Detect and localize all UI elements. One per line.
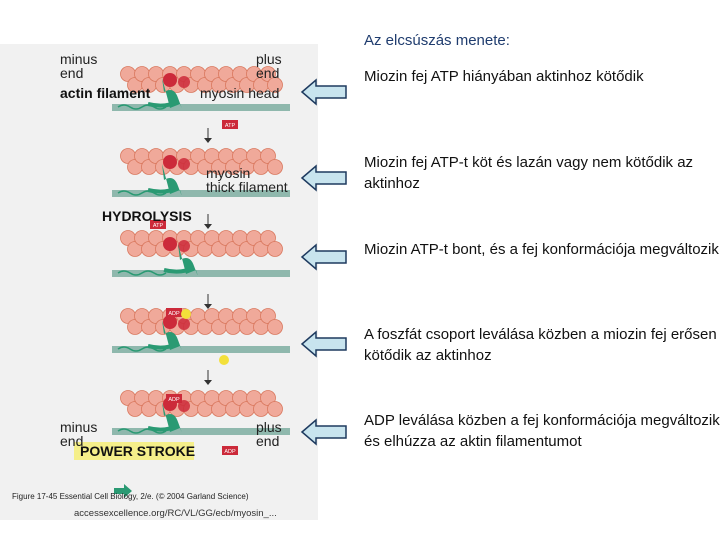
adp-chip-head [166,308,182,317]
myosin-tail-wave [117,104,167,110]
hydrolysis-label: HYDROLYSIS [102,208,192,224]
adp-chip-head-2-text: ADP [168,397,180,403]
myosin-tail-wave [117,346,167,352]
actin-filament-label: actin filament [60,85,151,101]
minus-end-label-top: minus end [60,51,98,81]
thick-filament-bar [112,104,290,111]
thick-filament-bar [112,190,290,197]
cycle-panel-3 [112,230,290,309]
actin-binding-site [178,158,190,170]
step-3-text: Miozin ATP-t bont, és a fej konformációj… [364,241,719,258]
myosin-neck [163,266,195,274]
adp-chip-release-text: ADP [224,449,236,455]
cycle-panel-2 [112,148,290,229]
actin-binding-site [163,237,177,251]
minus-end-label-bottom: minus end [60,419,98,449]
atp-chip [222,120,238,129]
actin-binding-site [163,155,177,169]
actin-bead [267,241,283,257]
thick-filament-bar [112,346,290,353]
pointer-arrow-2-shape [300,164,347,192]
myosin-neck [147,100,179,108]
adp-chip-release [222,446,238,455]
adp-chip-head-2 [166,394,182,403]
myosin-head-label: myosin head [200,85,280,101]
pi-marker [181,309,191,319]
actin-binding-site [178,318,190,330]
pointer-arrow-2-icon [300,164,347,192]
pointer-arrow-3-shape [300,243,347,271]
step-5-text: ADP leválása közben a fej konformációja … [364,412,720,450]
actin-bead [267,77,283,93]
figure-caption: Figure 17-45 Essential Cell Biology, 2/e… [12,492,249,501]
pointer-arrow-1-shape [300,78,347,106]
actin-binding-site [163,315,177,329]
actin-bead [267,159,283,175]
actin-bead [267,401,283,417]
power-stroke-label: POWER STROKE [80,443,196,459]
actin-binding-site [163,73,177,87]
actin-bead [267,319,283,335]
pointer-arrow-4-shape [300,330,347,358]
adp-chip-head-text: ADP [168,311,180,317]
power-stroke-highlight [74,442,194,460]
pointer-arrow-1-icon [300,78,347,106]
plus-end-label-top: plus end [256,51,282,81]
myosin-neck [147,186,179,194]
myosin-tail-wave [117,270,167,276]
pointer-arrow-3-icon [300,243,347,271]
thick-filament-bar [112,428,290,435]
actin-binding-site [178,76,190,88]
step-1-text: Miozin fej ATP hiányában aktinhoz kötődi… [364,68,644,85]
actin-binding-site [178,240,190,252]
pointer-arrow-4-icon [300,330,347,358]
cycle-step-arrowhead [204,224,212,229]
atp-chip-text: ATP [225,123,236,129]
thick-filament-bar [112,270,290,277]
page-title: Az elcsúszás menete: [364,32,510,49]
pointer-arrow-5-shape [300,418,347,446]
myosin-tail-wave [117,190,167,196]
movement-arrow [114,484,132,498]
cycle-panel-4 [112,308,290,385]
step-2-text: Miozin fej ATP-t köt és lazán vagy nem k… [364,154,694,192]
myosin-tail-wave [117,428,167,434]
cycle-figure: ATP ATP ADP ADP ADP minus end plus end actin… [0,44,318,520]
myosin-thick-filament-label: myosin thick filament [206,165,288,195]
cycle-step-arrowhead [204,380,212,385]
cycle-step-arrowhead [204,138,212,143]
atp-chip-head [150,220,166,229]
source-url: accessexcellence.org/RC/VL/GG/ecb/myosin… [74,508,277,519]
cycle-step-arrowhead [204,304,212,309]
myosin-neck [147,424,179,432]
myosin-neck [147,342,179,350]
cycle-figure-drawing: ATP ATP ADP ADP ADP [112,66,290,498]
pointer-arrow-5-icon [300,418,347,446]
cycle-panel-1 [112,66,290,143]
atp-chip-head-text: ATP [153,223,164,229]
step-4-text: A foszfát csoport leválása közben a mioz… [364,326,717,364]
plus-end-label-bottom: plus end [256,419,282,449]
pi-marker-released [219,355,229,365]
